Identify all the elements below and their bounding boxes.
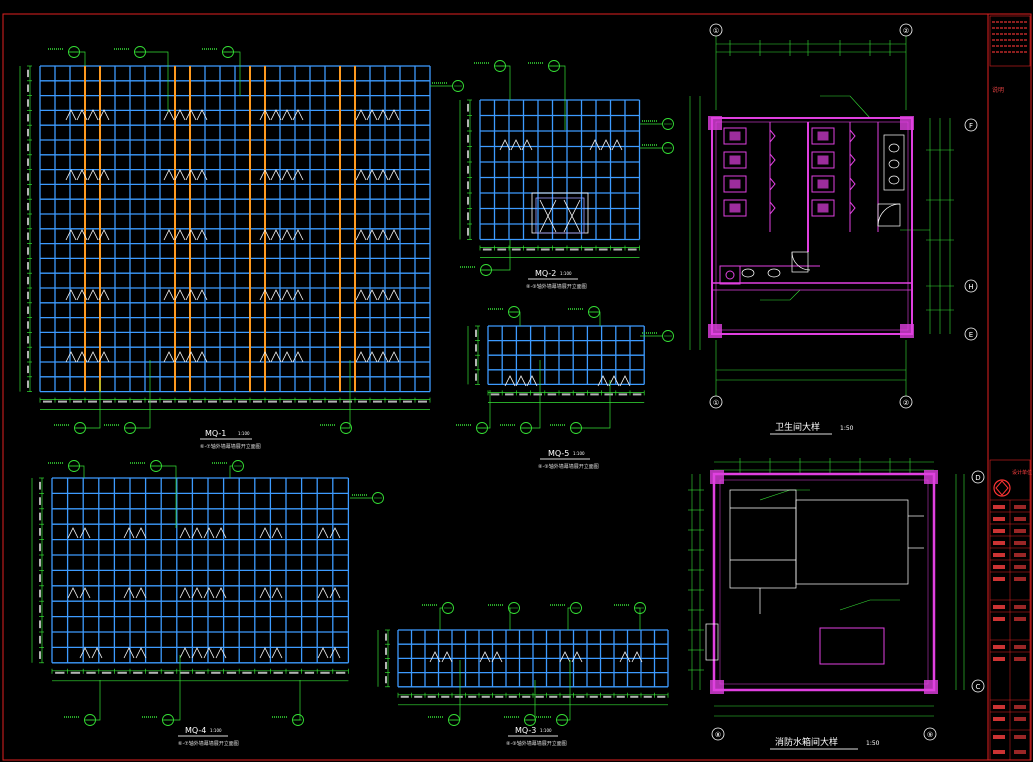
mq3-grid — [397, 629, 669, 688]
mq1-grid — [39, 65, 431, 393]
mq1-scale: 1:100 — [238, 431, 250, 436]
toilet-axis-top-left: ① — [713, 27, 719, 35]
pump-equipment — [819, 627, 885, 665]
entrance-door — [531, 192, 589, 234]
toilet-wall-outer — [711, 117, 913, 335]
mq1-callouts — [48, 46, 464, 434]
mq5-title: MQ-5 — [548, 449, 569, 458]
pump-room-plan[interactable]: D C ⑧ ⑨ 消防水箱间大样 1:50 — [688, 458, 985, 750]
toilet-axis-right-mid: H — [968, 283, 973, 291]
mq2-scale: 1:100 — [560, 271, 572, 276]
toilet-axis-right-bot: E — [969, 331, 973, 339]
mq5-scale: 1:100 — [573, 451, 585, 456]
toilet-plan[interactable]: ① ② ① ② F H E 卫生间大样 1:50 — [689, 23, 978, 435]
mq3-dimensions — [377, 629, 669, 706]
mq3-scale: 1:100 — [540, 728, 552, 733]
mq3-subtitle: ⑧-⑨轴外墙幕墙展开立面图 — [506, 740, 567, 747]
toilet-plan-title: 卫生间大样 — [775, 421, 820, 433]
drawing-frame — [2, 13, 1032, 761]
pump-axis-right-bot: C — [976, 683, 981, 691]
elevation-mq5[interactable] — [456, 306, 674, 434]
mq4-title: MQ-4 — [185, 726, 206, 735]
mq4-scale: 1:100 — [210, 728, 222, 733]
elevation-mq3[interactable] — [377, 602, 669, 726]
mq5-subtitle: ⑧-⑨轴外墙幕墙展开立面图 — [538, 463, 599, 470]
pump-axis-bottom-left: ⑧ — [715, 731, 721, 739]
elevation-mq2[interactable] — [459, 60, 674, 276]
mq2-grid — [479, 99, 641, 241]
elevation-mq4[interactable] — [31, 460, 384, 726]
company-logo — [993, 479, 1011, 497]
pump-axis-bubbles — [711, 470, 985, 741]
pump-column-markers — [710, 470, 938, 694]
pump-axis-right-top: D — [975, 474, 980, 482]
mq2-title: MQ-2 — [535, 269, 556, 278]
toilet-plan-scale: 1:50 — [840, 425, 854, 432]
mq4-subtitle: ⑥-⑦轴外墙幕墙展开立面图 — [178, 740, 239, 747]
mq4-window-vents — [67, 527, 341, 659]
mq4-grid — [51, 477, 350, 664]
mq3-window-vents — [429, 651, 643, 663]
mq2-callouts — [460, 60, 674, 276]
water-tank — [729, 489, 924, 614]
title-block-notes: 说明 — [992, 86, 1004, 94]
pump-plan-title: 消防水箱间大样 — [775, 736, 838, 748]
toilet-axis-bottom-left: ① — [713, 399, 719, 407]
mq1-subtitle: ⑥-⑦轴外墙幕墙展开立面图 — [200, 443, 261, 450]
mq2-window-vents — [499, 139, 623, 151]
mq5-dimensions — [467, 325, 645, 403]
mq5-window-vents — [504, 375, 631, 387]
toilet-sink-counter — [741, 134, 905, 278]
toilet-axis-bubbles — [709, 23, 978, 409]
mq1-window-vents — [65, 109, 400, 363]
mq5-callouts — [456, 306, 674, 434]
mq4-callouts — [48, 460, 384, 726]
toilet-axis-right-top: F — [969, 122, 973, 130]
panel-titles: MQ-1 1:100 ⑥-⑦轴外墙幕墙展开立面图 MQ-2 1:100 ⑧-⑨轴… — [178, 269, 599, 747]
mq5-grid — [487, 325, 645, 386]
pump-axis-bottom-right: ⑨ — [927, 731, 933, 739]
mq3-callouts — [422, 602, 646, 726]
mq3-title: MQ-3 — [515, 726, 536, 735]
toilet-column-markers — [708, 116, 914, 338]
mq2-subtitle: ⑧-⑨轴外墙幕墙展开立面图 — [526, 283, 587, 290]
mq4-dimensions — [31, 477, 349, 682]
elevation-mq1[interactable] — [19, 46, 464, 434]
mq1-dimensions — [19, 65, 431, 410]
title-block-company: 设计单位 — [1012, 469, 1032, 476]
toilet-axis-top-right: ② — [903, 27, 909, 35]
title-block: 说明 设计单位 — [989, 15, 1032, 761]
toilet-axis-bottom-right: ② — [903, 399, 909, 407]
pump-plan-scale: 1:50 — [866, 740, 880, 747]
pump-wall-outer — [712, 472, 936, 692]
pump-door — [705, 623, 719, 661]
mq2-dimensions — [459, 99, 640, 258]
mq1-title: MQ-1 — [205, 429, 226, 438]
